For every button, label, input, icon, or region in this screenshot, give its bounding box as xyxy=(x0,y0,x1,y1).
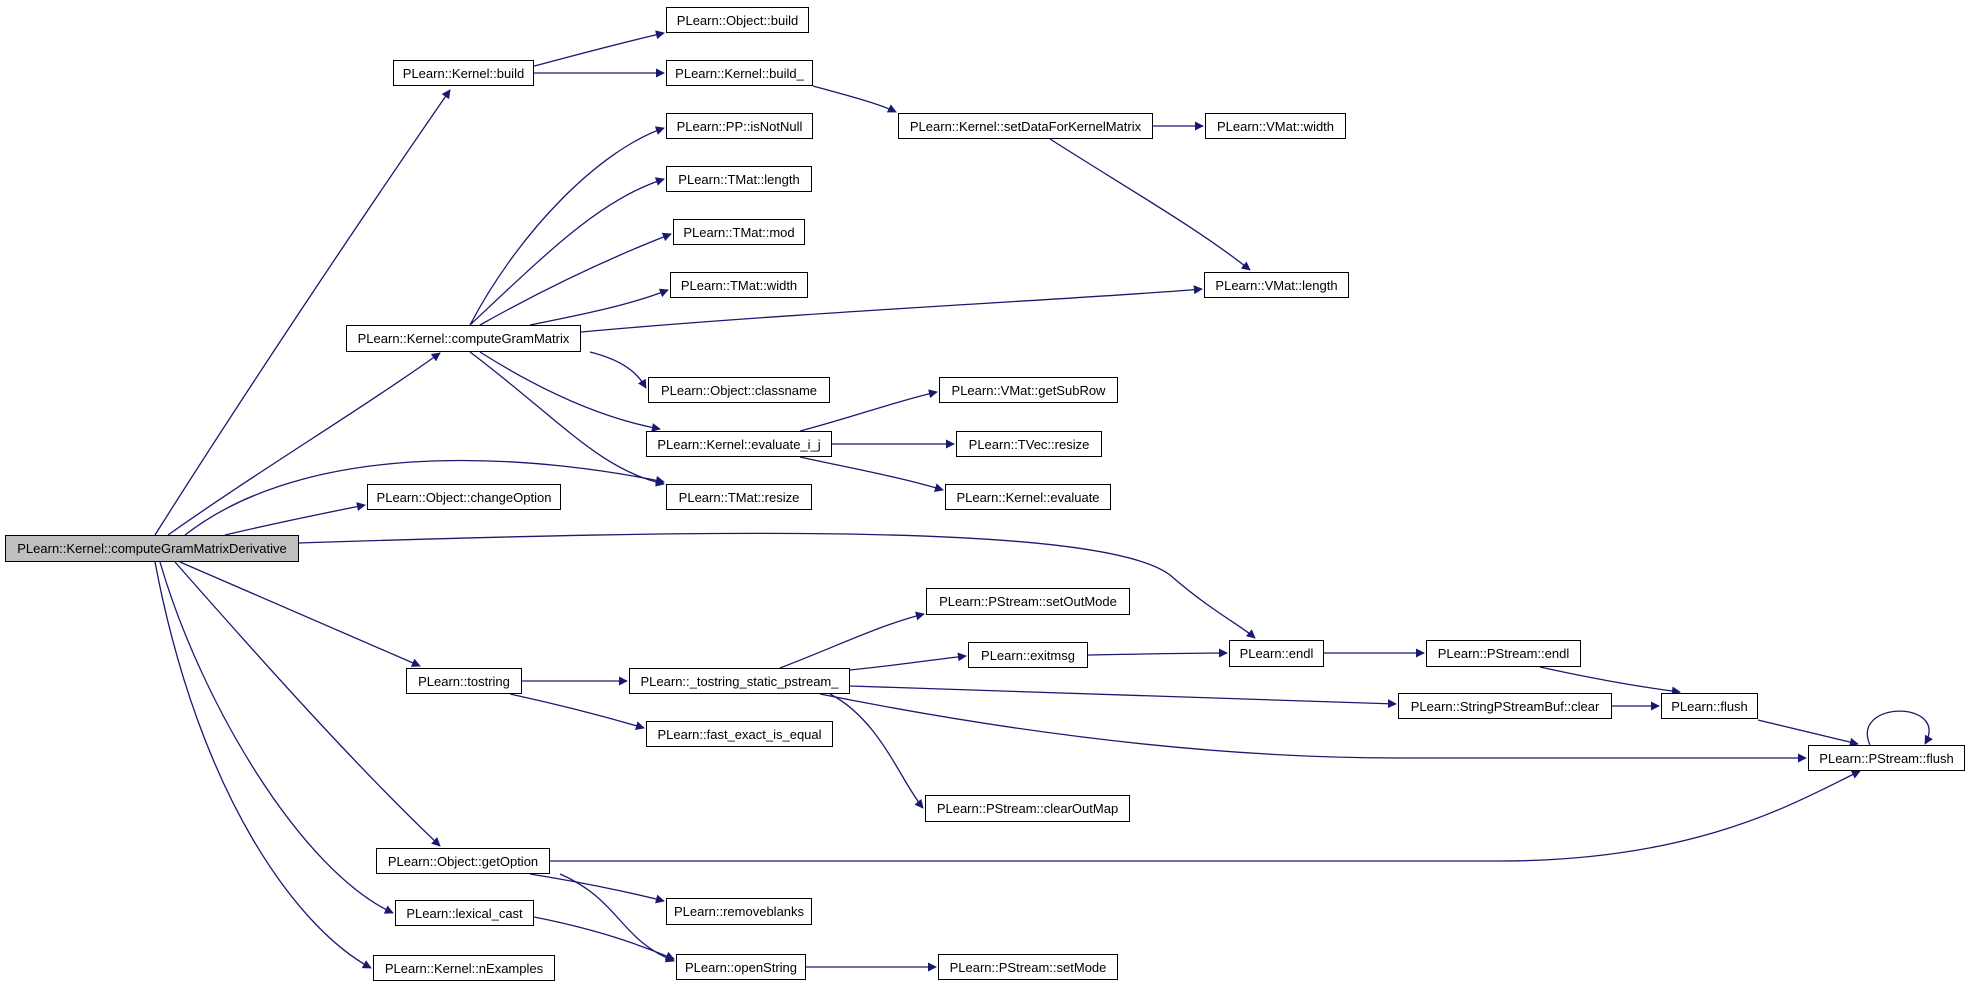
edge-kernel-build-to-object-build xyxy=(533,30,665,67)
node-vmat-width[interactable]: PLearn::VMat::width xyxy=(1205,113,1346,139)
node-pstream-flush[interactable]: PLearn::PStream::flush xyxy=(1808,745,1965,771)
edge-exitmsg-to-endl xyxy=(1087,648,1228,658)
edge-gram-to-tmat-resize xyxy=(469,351,665,487)
node-kernel-build[interactable]: PLearn::Kernel::build xyxy=(393,60,534,86)
node-pstream-set-out-mode[interactable]: PLearn::PStream::setOutMode xyxy=(926,588,1130,615)
node-pstream-endl[interactable]: PLearn::PStream::endl xyxy=(1426,640,1581,667)
node-root[interactable]: PLearn::Kernel::computeGramMatrixDerivat… xyxy=(5,535,299,562)
node-exitmsg[interactable]: PLearn::exitmsg xyxy=(968,642,1088,668)
node-stringpstreambuf-clear[interactable]: PLearn::StringPStreamBuf::clear xyxy=(1398,693,1612,719)
edge-root-to-lexical-cast xyxy=(159,561,394,914)
node-fast-exact-is-equal[interactable]: PLearn::fast_exact_is_equal xyxy=(646,721,833,747)
node-pstream-clear-out-map[interactable]: PLearn::PStream::clearOutMap xyxy=(925,795,1130,822)
edge-evaluate-i-j-to-getsubrow xyxy=(799,389,938,432)
node-pstream-set-mode[interactable]: PLearn::PStream::setMode xyxy=(938,954,1118,980)
edge-static-to-exitmsg xyxy=(849,652,967,671)
edge-gram-to-tmat-length xyxy=(469,177,665,326)
node-tmat-resize[interactable]: PLearn::TMat::resize xyxy=(666,484,812,510)
edge-get-option-to-pstream-flush xyxy=(550,770,1861,862)
node-tostring-static-pstream[interactable]: PLearn::_tostring_static_pstream_ xyxy=(629,668,850,694)
node-kernel-build-underscore[interactable]: PLearn::Kernel::build_ xyxy=(666,60,813,86)
node-vmat-length[interactable]: PLearn::VMat::length xyxy=(1204,272,1349,298)
node-pp-isnotnull[interactable]: PLearn::PP::isNotNull xyxy=(666,113,813,139)
edge-get-option-to-removeblanks xyxy=(529,873,665,904)
edge-evaluate-i-j-to-kernel-evaluate xyxy=(799,456,944,492)
edge-static-to-stringbuf-clear xyxy=(849,685,1397,709)
node-tmat-mod[interactable]: PLearn::TMat::mod xyxy=(673,219,805,245)
node-tmat-length[interactable]: PLearn::TMat::length xyxy=(666,166,812,192)
edge-static-to-pstream-flush xyxy=(819,693,1807,763)
edge-tostring-to-fast-exact xyxy=(509,693,645,731)
node-kernel-nexamples[interactable]: PLearn::Kernel::nExamples xyxy=(373,955,555,981)
edge-gram-to-tmat-width xyxy=(529,288,669,326)
edge-lexical-cast-to-open-string xyxy=(533,916,675,961)
node-object-classname[interactable]: PLearn::Object::classname xyxy=(648,377,830,403)
edge-root-to-kernel-build xyxy=(154,89,451,536)
edge-root-to-tmat-resize xyxy=(184,459,665,536)
node-tvec-resize[interactable]: PLearn::TVec::resize xyxy=(956,431,1102,457)
edge-build-underscore-to-setdata xyxy=(812,85,897,113)
node-set-data-for-kernel-matrix[interactable]: PLearn::Kernel::setDataForKernelMatrix xyxy=(898,113,1153,139)
edge-root-to-tostring xyxy=(179,561,421,667)
edge-pstream-flush-self-loop xyxy=(1866,710,1933,746)
node-tostring[interactable]: PLearn::tostring xyxy=(406,668,522,694)
node-tmat-width[interactable]: PLearn::TMat::width xyxy=(670,272,808,298)
node-kernel-evaluate-i-j[interactable]: PLearn::Kernel::evaluate_i_j xyxy=(646,431,832,457)
node-object-build[interactable]: PLearn::Object::build xyxy=(666,7,809,33)
edge-root-to-nexamples xyxy=(154,561,372,969)
node-object-change-option[interactable]: PLearn::Object::changeOption xyxy=(367,484,561,510)
edge-root-to-compute-gram xyxy=(167,352,441,536)
edge-gram-to-pp-isnotnull xyxy=(469,126,665,326)
node-object-get-option[interactable]: PLearn::Object::getOption xyxy=(376,848,550,874)
edge-root-to-change-option xyxy=(224,502,366,536)
edge-pstream-endl-to-flush xyxy=(1539,666,1681,696)
edge-static-to-clear-outmap xyxy=(829,693,924,809)
node-endl[interactable]: PLearn::endl xyxy=(1229,640,1324,667)
edge-flush-to-pstream-flush xyxy=(1757,719,1859,747)
edge-gram-to-tmat-mod xyxy=(479,232,672,326)
node-removeblanks[interactable]: PLearn::removeblanks xyxy=(666,898,812,925)
edge-static-to-setoutmode xyxy=(779,611,925,669)
edge-gram-to-evaluate-i-j xyxy=(479,351,661,432)
edge-gram-to-classname xyxy=(589,351,647,389)
edge-gram-to-vmat-length xyxy=(580,285,1203,333)
node-kernel-evaluate[interactable]: PLearn::Kernel::evaluate xyxy=(945,484,1111,510)
node-lexical-cast[interactable]: PLearn::lexical_cast xyxy=(395,900,534,926)
node-flush[interactable]: PLearn::flush xyxy=(1661,693,1758,719)
node-compute-gram-matrix[interactable]: PLearn::Kernel::computeGramMatrix xyxy=(346,325,581,352)
edge-get-option-to-open-string xyxy=(559,873,675,963)
edge-setdata-to-vmat-length xyxy=(1049,138,1251,271)
node-vmat-getsubrow[interactable]: PLearn::VMat::getSubRow xyxy=(939,377,1118,403)
edge-root-to-get-option xyxy=(174,561,441,847)
node-open-string[interactable]: PLearn::openString xyxy=(676,954,806,980)
edge-root-to-endl xyxy=(298,532,1256,639)
